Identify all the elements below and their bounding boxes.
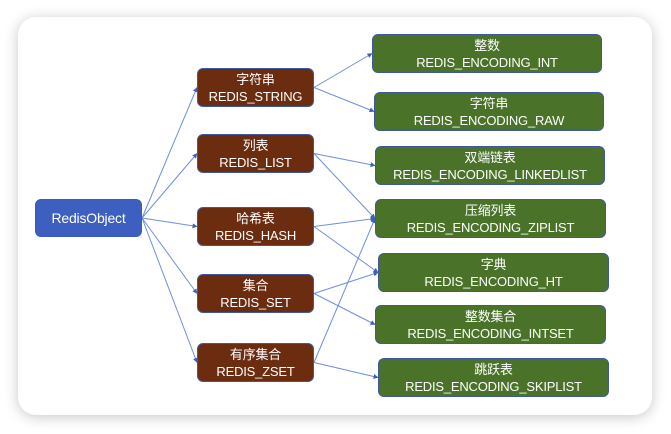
encoding-cn-label: 字典 [480,256,507,272]
encoding-node-linkedlist: 双端链表 REDIS_ENCODING_LINKEDLIST [375,146,605,185]
encoding-node-raw: 字符串 REDIS_ENCODING_RAW [374,92,604,131]
encoding-node-skiplist: 跳跃表 REDIS_ENCODING_SKIPLIST [378,358,609,397]
encoding-node-ziplist: 压缩列表 REDIS_ENCODING_ZIPLIST [375,199,606,238]
type-node-hash: 哈希表 REDIS_HASH [197,207,314,246]
type-en-label: REDIS_STRING [208,88,303,104]
type-cn-label: 哈希表 [236,210,275,226]
encoding-node-int: 整数 REDIS_ENCODING_INT [372,34,602,73]
encoding-en-label: REDIS_ENCODING_HT [424,273,563,289]
encoding-en-label: REDIS_ENCODING_ZIPLIST [406,219,575,235]
encoding-cn-label: 整数 [474,37,500,53]
encoding-node-ht: 字典 REDIS_ENCODING_HT [378,253,609,292]
type-en-label: REDIS_LIST [219,154,292,170]
encoding-en-label: REDIS_ENCODING_SKIPLIST [405,378,582,394]
encoding-node-intset: 整数集合 REDIS_ENCODING_INTSET [375,305,606,344]
type-en-label: REDIS_ZSET [216,363,295,379]
type-node-set: 集合 REDIS_SET [197,274,314,313]
encoding-en-label: REDIS_ENCODING_INT [416,54,558,70]
encoding-en-label: REDIS_ENCODING_RAW [413,112,565,128]
redis-object-label: RedisObject [51,209,126,226]
type-cn-label: 有序集合 [229,346,282,362]
type-cn-label: 集合 [242,277,269,293]
type-en-label: REDIS_HASH [214,227,297,243]
redis-object-node: RedisObject [35,199,142,237]
encoding-cn-label: 字符串 [469,95,509,111]
type-node-list: 列表 REDIS_LIST [197,134,314,173]
type-node-string: 字符串 REDIS_STRING [197,68,314,107]
type-cn-label: 字符串 [236,71,275,87]
encoding-en-label: REDIS_ENCODING_INTSET [407,325,574,341]
type-en-label: REDIS_SET [220,294,291,310]
encoding-cn-label: 压缩列表 [464,202,517,218]
encoding-en-label: REDIS_ENCODING_LINKEDLIST [393,166,587,182]
type-node-zset: 有序集合 REDIS_ZSET [197,343,314,382]
type-cn-label: 列表 [242,137,269,153]
encoding-cn-label: 双端链表 [464,149,516,165]
encoding-cn-label: 整数集合 [464,308,517,324]
encoding-cn-label: 跳跃表 [474,361,513,377]
